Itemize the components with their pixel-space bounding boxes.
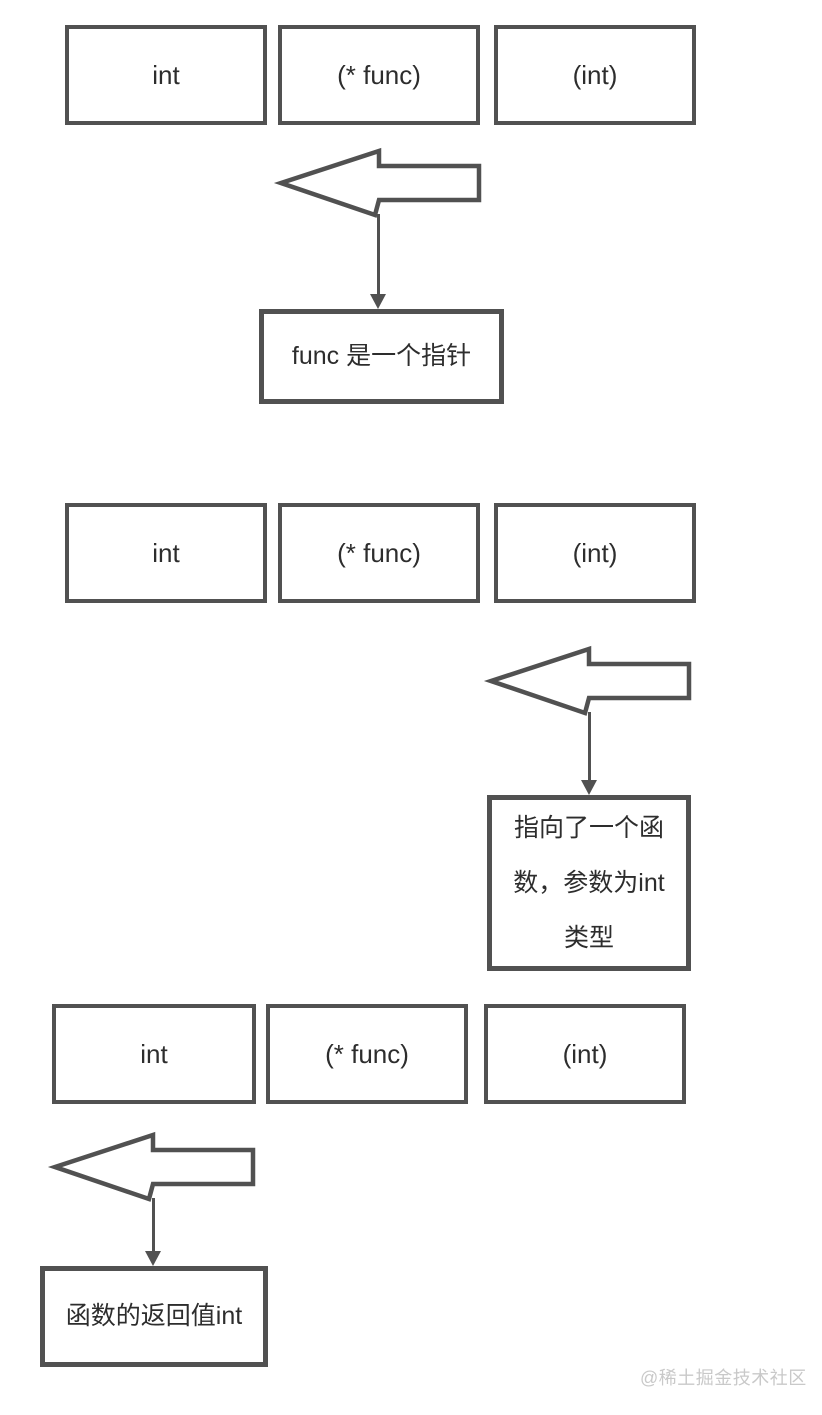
connector-line — [588, 712, 591, 780]
juejin-watermark: @稀土掘金技术社区 — [640, 1368, 807, 1388]
token-box-return-type: int — [52, 1004, 256, 1104]
token-box-params: (int) — [494, 503, 696, 603]
note-box-pointer: func 是一个指针 — [259, 309, 504, 404]
token-box-return-type: int — [65, 503, 267, 603]
down-arrow-icon — [370, 294, 386, 309]
token-box-params: (int) — [494, 25, 696, 125]
token-box-params: (int) — [484, 1004, 686, 1104]
left-block-arrow-icon — [47, 1131, 256, 1202]
connector-line — [377, 214, 380, 294]
note-box-function-param: 指向了一个函 数，参数为int 类型 — [487, 795, 691, 971]
token-box-return-type: int — [65, 25, 267, 125]
left-block-arrow-icon — [273, 147, 482, 218]
token-box-pointer-name: (* func) — [278, 503, 480, 603]
note-box-return-value: 函数的返回值int — [40, 1266, 268, 1367]
token-box-pointer-name: (* func) — [266, 1004, 468, 1104]
down-arrow-icon — [581, 780, 597, 795]
token-box-pointer-name: (* func) — [278, 25, 480, 125]
connector-line — [152, 1198, 155, 1251]
left-block-arrow-icon — [483, 645, 692, 716]
down-arrow-icon — [145, 1251, 161, 1266]
